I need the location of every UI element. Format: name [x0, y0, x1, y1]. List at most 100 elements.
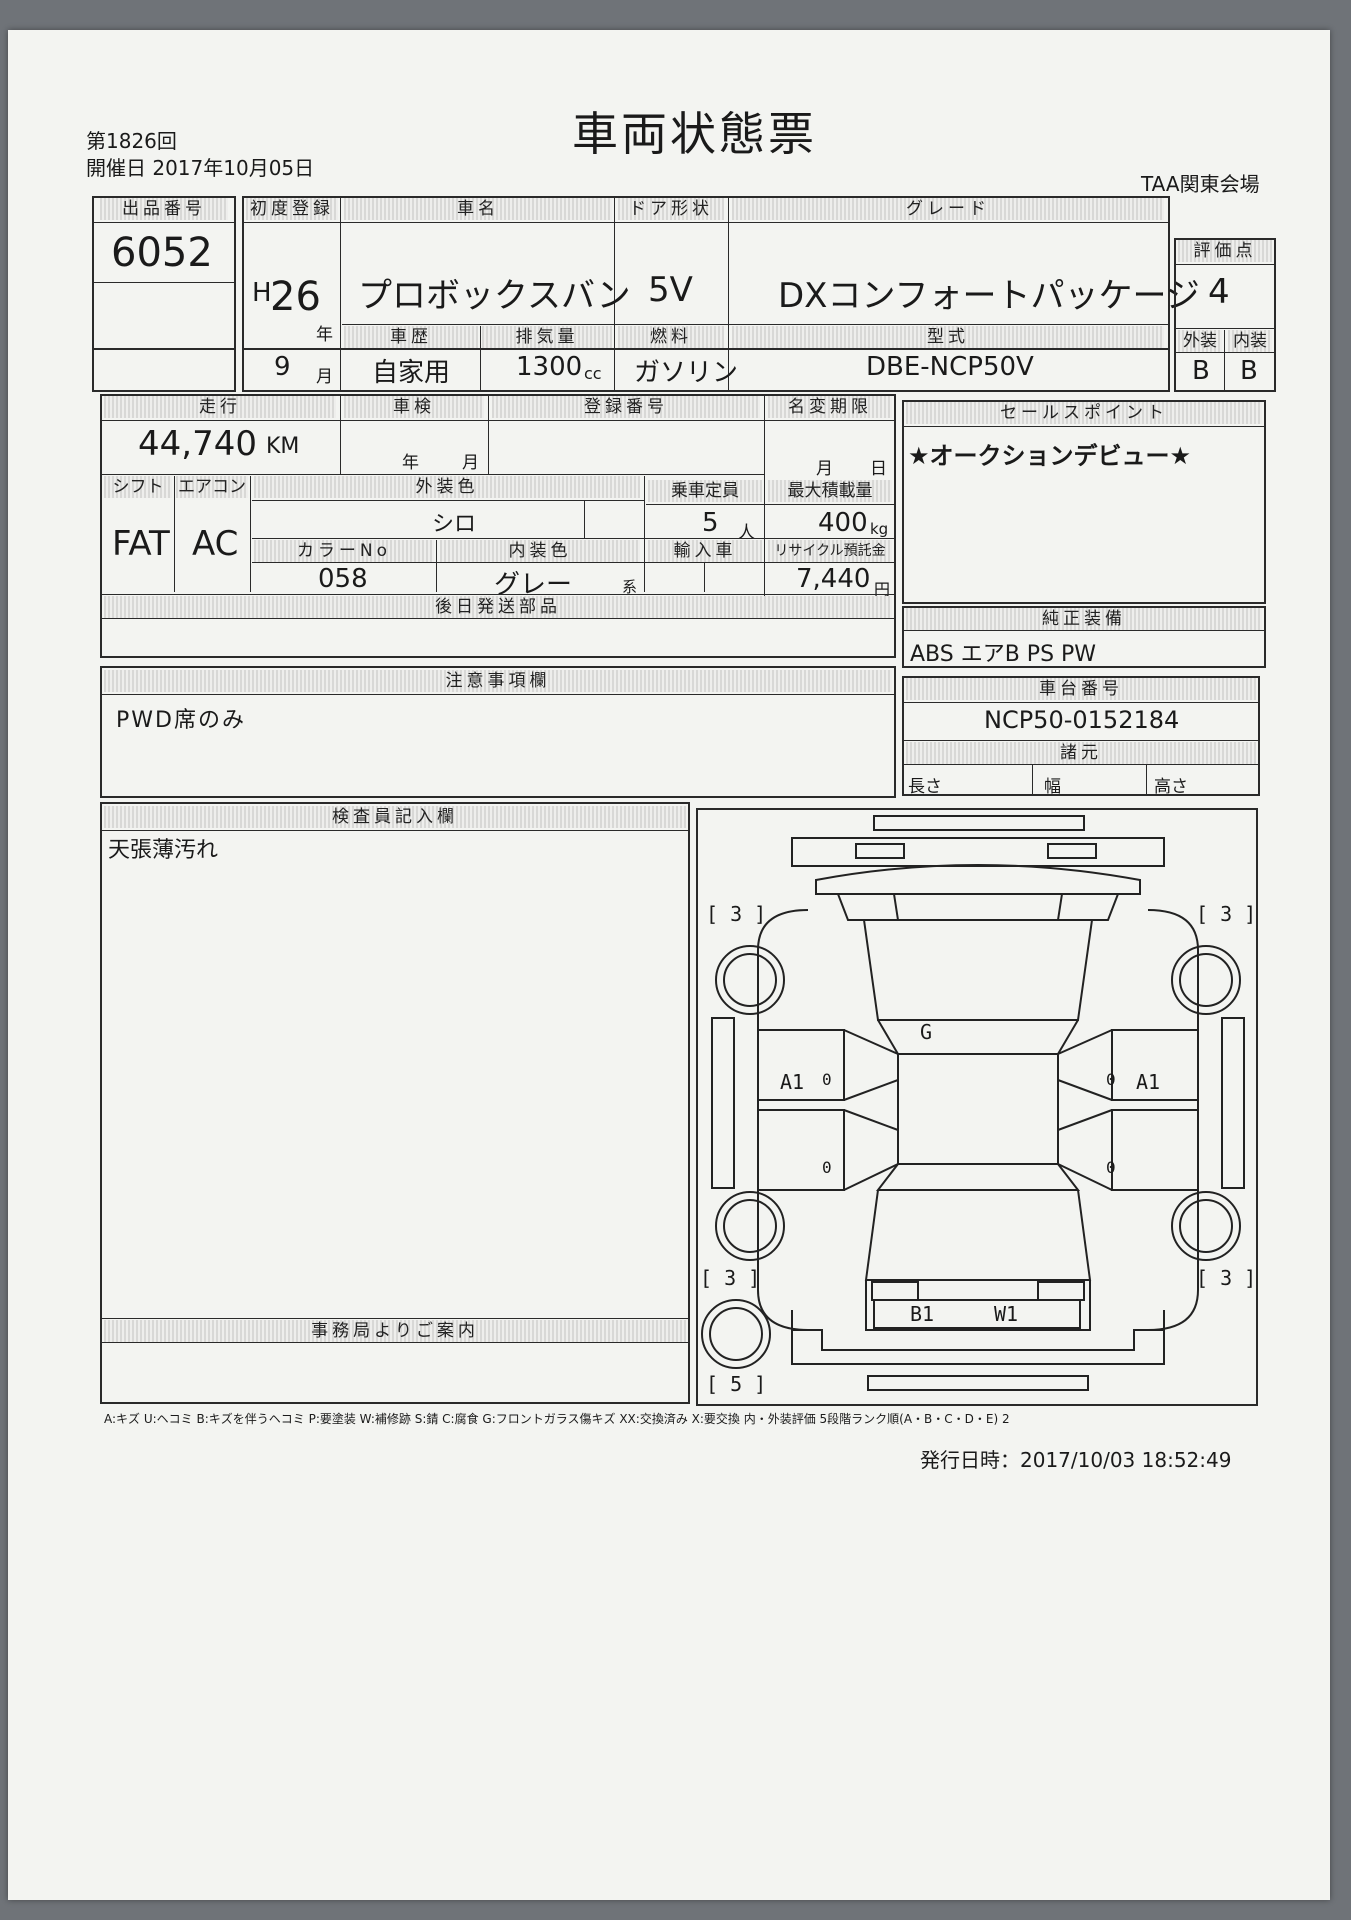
mark-front-left: [ 3 ]: [706, 902, 767, 926]
exterior-label: 外装: [1178, 330, 1222, 352]
rear-window: [864, 1189, 1092, 1281]
unit-cc: cc: [584, 364, 602, 383]
exterior-grade: B: [1192, 356, 1210, 386]
document-title: 車両状態票: [572, 107, 817, 161]
lot-number: 6052: [111, 230, 213, 276]
mark-left-rear-zero: 0: [822, 1158, 832, 1177]
roof: [897, 1053, 1059, 1165]
hood-edge: [815, 864, 1141, 895]
genuine-equip-box: [902, 606, 1266, 668]
name-change-label: 名変期限: [768, 396, 892, 418]
auction-date: 開催日 2017年10月05日: [86, 156, 315, 180]
first-reg-month: 9: [274, 352, 291, 382]
car-name: プロボックスバン: [358, 276, 631, 316]
dimensions-label: 諸元: [906, 742, 1256, 764]
wheel-front-left: [715, 945, 785, 1015]
chassis-label: 車台番号: [906, 678, 1256, 700]
sales-point-label: セールスポイント: [906, 402, 1262, 424]
history-label: 車歴: [344, 326, 478, 348]
wheel-rear-left: [715, 1191, 785, 1261]
car-diagram: [701, 815, 1245, 1391]
details-box: [100, 394, 896, 658]
width-label: 幅: [1044, 777, 1061, 797]
spare-tire: [701, 1299, 771, 1369]
max-load: 400: [818, 508, 868, 538]
inspector-label: 検査員記入欄: [104, 806, 686, 828]
mark-left-door: A1: [780, 1070, 805, 1094]
windshield: [862, 919, 1094, 1021]
length-label: 長さ: [908, 777, 942, 797]
wheel-front-right: [1171, 945, 1241, 1015]
recycle-label: リサイクル預託金: [768, 540, 892, 562]
inspection-label: 車検: [344, 396, 484, 418]
lot-number-box: [92, 196, 236, 350]
venue: TAA関東会場: [1141, 172, 1260, 196]
model-code-label: 型式: [732, 326, 1164, 348]
score-label: 評価点: [1178, 240, 1272, 262]
grade-label: グレード: [732, 198, 1164, 220]
score: 4: [1208, 272, 1230, 312]
left-sill: [711, 1017, 735, 1189]
left-rear-door: [757, 1109, 845, 1191]
mileage: 44,740: [138, 424, 257, 464]
ext-color: シロ: [432, 512, 477, 537]
history: 自家用: [372, 358, 451, 388]
capacity: 5: [702, 508, 719, 538]
notes: PWD席のみ: [116, 708, 246, 733]
score-box: [1174, 238, 1276, 392]
height-label: 高さ: [1154, 777, 1188, 797]
left-front-door: [757, 1029, 845, 1101]
car-diagram-box: [696, 808, 1258, 1406]
interior-grade: B: [1240, 356, 1258, 386]
first-reg-year: 26: [270, 274, 321, 320]
model-code: DBE-NCP50V: [866, 352, 1034, 382]
unit-kg: kg: [870, 520, 889, 538]
sales-point: ★オークションデビュー★: [908, 442, 1192, 470]
issue-timestamp: 発行日時：2017/10/03 18:52:49: [920, 1448, 1232, 1472]
color-no: 058: [318, 564, 368, 594]
car-name-label: 車名: [344, 198, 612, 220]
shift-label: シフト: [104, 476, 172, 498]
notes-box: [100, 666, 896, 798]
max-load-label: 最大積載量: [768, 480, 892, 502]
color-no-label: カラーNo: [254, 540, 434, 562]
name-change-month-unit: 月: [816, 459, 833, 479]
ext-color-label: 外装色: [254, 476, 640, 498]
name-change-day-unit: 日: [870, 459, 887, 479]
rear-bumper-strip: [867, 1375, 1089, 1391]
shift: FAT: [112, 524, 170, 564]
mark-right-door: A1: [1136, 1070, 1161, 1094]
recycle-fee: 7,440: [796, 564, 871, 594]
displacement: 1300: [516, 352, 583, 382]
genuine-equip-label: 純正装備: [906, 608, 1262, 630]
mark-front-right: [ 3 ]: [1196, 902, 1257, 926]
inspection-month-unit: 月: [462, 453, 479, 473]
wheel-rear-right: [1171, 1191, 1241, 1261]
aircon-label: エアコン: [176, 476, 248, 498]
int-color: グレー: [494, 570, 573, 600]
mark-right-rear-zero: 0: [1106, 1158, 1116, 1177]
door-label: ドア形状: [618, 198, 724, 220]
right-sill: [1221, 1017, 1245, 1189]
unit-year: 年: [316, 325, 333, 345]
front-bumper: [791, 837, 1165, 867]
auction-sheet: 車両状態票 第1826回 開催日 2017年10月05日 TAA関東会場 出品番…: [8, 30, 1330, 1900]
session-number: 第1826回: [86, 129, 177, 153]
int-color-label: 内装色: [440, 540, 640, 562]
first-reg-label: 初度登録: [246, 198, 338, 220]
notes-label: 注意事項欄: [104, 670, 892, 692]
displacement-label: 排気量: [482, 326, 612, 348]
right-front-door: [1111, 1029, 1199, 1101]
grade: DXコンフォートパッケージ: [778, 276, 1200, 316]
reg-no-label: 登録番号: [492, 396, 760, 418]
chassis-number: NCP50-0152184: [984, 706, 1180, 734]
chassis-box: [902, 676, 1260, 796]
mark-rear-right: [ 3 ]: [1196, 1266, 1257, 1290]
legend: A:キズ U:ヘコミ B:キズを伴うヘコミ P:要塗装 W:補修跡 S:錆 C:…: [104, 1412, 1010, 1426]
back-door: [873, 1299, 1081, 1329]
mark-back-door-left: B1: [910, 1302, 935, 1326]
genuine-equip: ABS エアB PS PW: [910, 642, 1097, 667]
mark-left-front-zero: 0: [822, 1070, 832, 1089]
right-rear-door: [1111, 1109, 1199, 1191]
office-label: 事務局よりご案内: [104, 1320, 686, 1342]
